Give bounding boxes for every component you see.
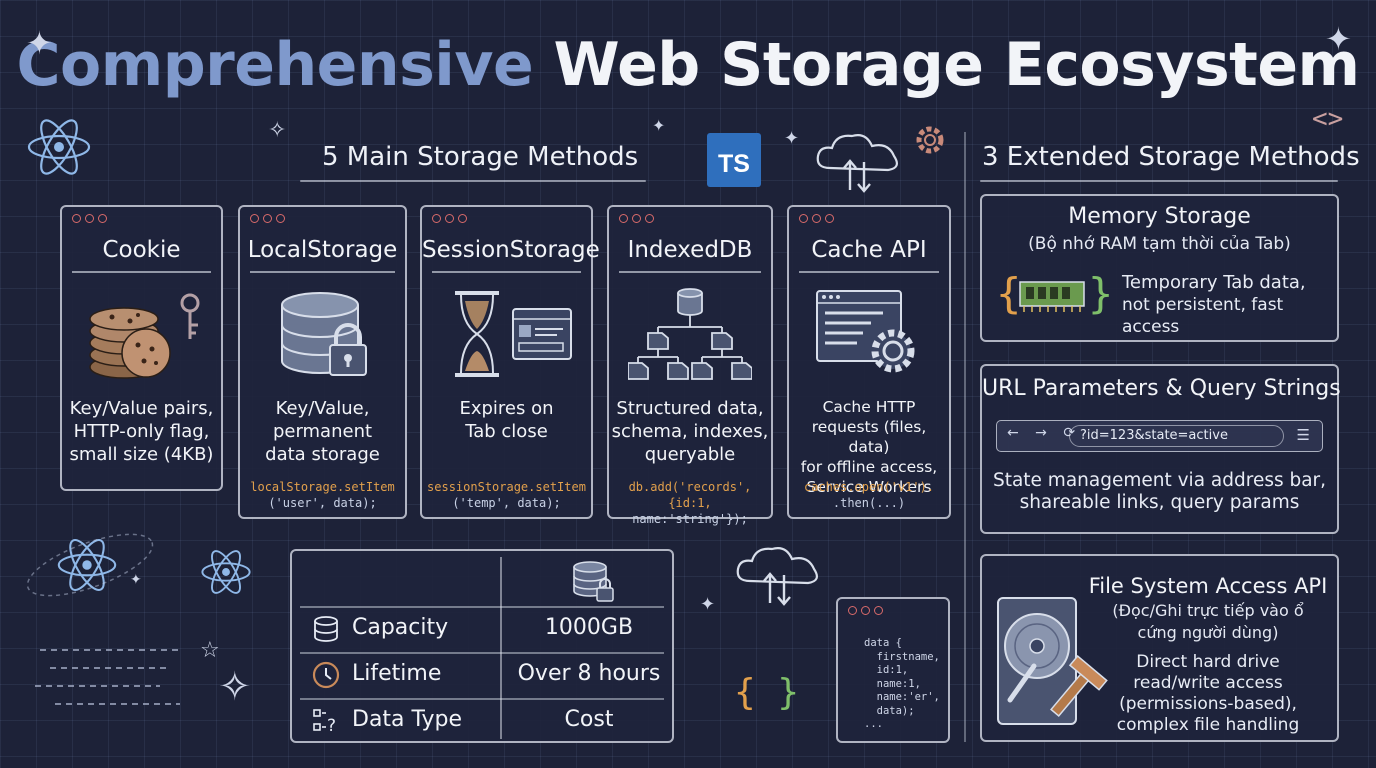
row-value: 1000GB (544, 615, 634, 640)
row-label: Lifetime (352, 661, 442, 686)
url-parameters-card: URL Parameters & Query Strings ← → ⟳ ?id… (980, 364, 1341, 534)
code-snippet: localStorage.setItem ('user', data); (250, 480, 395, 510)
row-label: Capacity (352, 615, 449, 640)
orbit-line-icon (26, 533, 154, 597)
database-lock-icon (573, 561, 614, 602)
card-description: Structured data,schema, indexes,queryabl… (611, 398, 769, 465)
sparkle-icon: ☆ (200, 638, 220, 663)
indexeddb-card: IndexedDB (607, 205, 773, 526)
svg-text:{: { (996, 269, 1021, 318)
clock-icon (312, 661, 340, 689)
card-title: LocalStorage (247, 237, 398, 263)
card-subtitle: (Bộ nhớ RAM tạm thời của Tab) (1028, 234, 1291, 254)
curly-braces-icon: { } (734, 672, 800, 713)
card-title: Memory Storage (1068, 204, 1251, 229)
menu-icon: ☰ (1296, 426, 1310, 444)
main-section-heading: 5 Main Storage Methods (322, 142, 639, 172)
card-title: Cookie (102, 237, 181, 263)
table-row: Capacity 1000GB (292, 607, 672, 652)
sparkle-icon: ✦ (700, 594, 716, 615)
code-window: data { firstname, id:1, name:1, name:'er… (836, 597, 950, 743)
database-lock-icon (240, 285, 405, 385)
card-description: State management via address bar,shareab… (992, 470, 1327, 513)
title-part2: Web Storage Ecosystem (553, 30, 1361, 100)
table-row: Lifetime Over 8 hours (292, 653, 672, 698)
database-tree-icon (609, 287, 771, 383)
sparkle-icon: ✧ (218, 664, 252, 710)
sparkle-icon: ✦ (26, 24, 53, 62)
file-system-card: File System Access API (Đọc/Ghi trực tiế… (980, 554, 1339, 742)
sparkle-icon: ✦ (784, 128, 800, 149)
card-title: URL Parameters & Query Strings (982, 376, 1341, 401)
speed-lines-icon (35, 649, 180, 705)
table-row: ? Data Type Cost (292, 699, 672, 744)
code-content: data { firstname, id:1, name:1, name:'er… (864, 637, 940, 730)
hourglass-window-icon (422, 287, 591, 383)
svg-text:}: } (1088, 269, 1112, 318)
code-snippet: sessionStorage.setItem ('temp', data); (427, 480, 586, 510)
cookie-card: Cookie Key/Value pairs,HTTP-only flag,sm… (60, 205, 223, 491)
sparkle-icon: ✦ (1325, 20, 1352, 58)
sparkle-icon: ✦ (652, 116, 666, 135)
row-label: Data Type (352, 707, 463, 732)
main-section-underline (300, 180, 646, 182)
browser-nav-icon: ← → ⟳ (1007, 425, 1082, 441)
database-icon (314, 616, 338, 642)
data-type-icon: ? (313, 709, 336, 735)
ext-section-heading: 3 Extended Storage Methods (982, 142, 1360, 172)
section-divider (964, 132, 966, 742)
card-description: Temporary Tab data, not persistent, fast… (1122, 272, 1306, 337)
cookie-icon (62, 285, 221, 385)
title-part1: Comprehensive (16, 30, 534, 100)
row-value: Over 8 hours (517, 661, 661, 686)
code-brackets-icon: <> (1312, 104, 1344, 134)
cloud-sync-icon (736, 547, 818, 606)
sparkle-icon: ✧ (268, 118, 287, 143)
svg-text:?: ? (327, 716, 336, 735)
address-bar: ← → ⟳ ?id=123&state=active ☰ (996, 420, 1323, 452)
code-snippet: caches.open('v1'). .then(...) (803, 480, 935, 510)
cloud-sync-icon (816, 134, 898, 193)
typescript-badge: TS (707, 133, 761, 187)
gear-icon (916, 126, 944, 154)
row-value: Cost (564, 707, 614, 732)
card-description: Key/Value pairs,HTTP-only flag,small siz… (69, 398, 214, 465)
page-title: Comprehensive Web Storage Ecosystem (0, 30, 1376, 100)
browser-gear-icon (789, 287, 949, 383)
react-atom-icon (57, 539, 117, 591)
url-field: ?id=123&state=active (1069, 425, 1284, 447)
ext-section-underline (980, 180, 1338, 182)
card-title: Cache API (811, 237, 927, 263)
ram-chip-icon: { } (996, 269, 1112, 318)
card-title: IndexedDB (627, 237, 753, 263)
hard-drive-icon (997, 597, 1108, 725)
react-atom-icon (27, 119, 91, 175)
code-snippet: db.add('records',{id:1, name:'string'}); (628, 480, 752, 526)
sparkle-icon: ✦ (130, 572, 142, 588)
card-title: File System Access API (1088, 574, 1328, 598)
memory-storage-card: Memory Storage (Bộ nhớ RAM tạm thời của … (980, 194, 1339, 342)
window-dots (72, 214, 107, 223)
storage-comparison-table: Capacity 1000GB Lifetime Over 8 hours ? … (290, 549, 674, 743)
card-title: SessionStorage (422, 237, 600, 263)
react-atom-icon (201, 550, 251, 594)
table-column-divider (500, 557, 502, 739)
